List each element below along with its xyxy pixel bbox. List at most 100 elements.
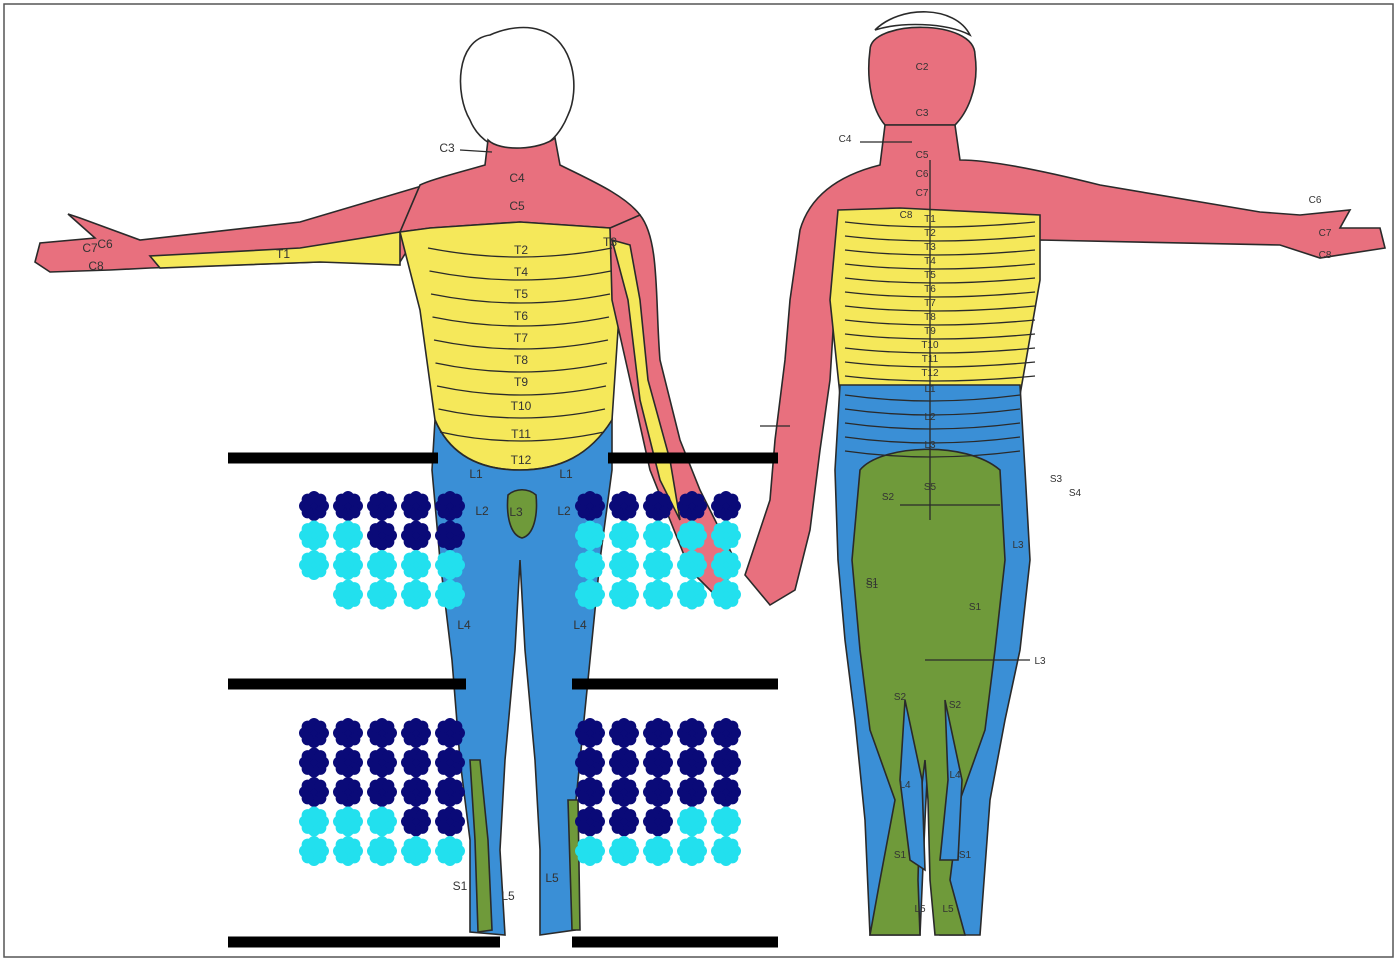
back-label-s4: S4 — [1069, 488, 1082, 499]
front-label-l2: L2 — [475, 504, 489, 518]
front-label-t9: T9 — [514, 375, 528, 389]
dot-dark — [435, 491, 465, 521]
front-label-t12: T12 — [511, 453, 532, 467]
back-label-l4: L4 — [899, 780, 911, 791]
dot-dark — [299, 718, 329, 748]
dot-dark — [435, 777, 465, 807]
dot-dark — [609, 718, 639, 748]
dot-light — [435, 580, 465, 610]
dot-light — [333, 521, 363, 551]
back-label-l2: L2 — [924, 412, 936, 423]
dot-dark — [609, 491, 639, 521]
dot-light — [575, 521, 605, 551]
dot-light — [609, 580, 639, 610]
back-label-t3: T3 — [924, 242, 936, 253]
dot-light — [677, 836, 707, 866]
dot-light — [643, 550, 673, 580]
front-label-t3: T3 — [603, 235, 617, 249]
dot-light — [711, 836, 741, 866]
dot-light — [643, 521, 673, 551]
back-label-s1: S1 — [866, 580, 879, 591]
back-label-s1: S1 — [894, 850, 907, 861]
dot-dark — [333, 718, 363, 748]
dot-dark — [401, 748, 431, 778]
back-label-t8: T8 — [924, 312, 936, 323]
back-label-t4: T4 — [924, 256, 936, 267]
dot-dark — [609, 748, 639, 778]
dot-dark — [367, 521, 397, 551]
dot-dark — [711, 491, 741, 521]
dot-light — [609, 550, 639, 580]
dot-light — [643, 580, 673, 610]
dot-dark — [711, 777, 741, 807]
dot-dark — [367, 718, 397, 748]
front-label-l2: L2 — [557, 504, 571, 518]
front-label-t1: T1 — [276, 247, 290, 261]
dot-dark — [643, 777, 673, 807]
dot-light — [401, 550, 431, 580]
front-label-l4: L4 — [457, 618, 471, 632]
back-label-s2: S2 — [894, 692, 907, 703]
back-label-s1: S1 — [959, 850, 972, 861]
dot-dark — [435, 718, 465, 748]
dot-light — [435, 550, 465, 580]
front-label-t7: T7 — [514, 331, 528, 345]
front-label-l3: L3 — [509, 505, 523, 519]
back-label-c2: C2 — [916, 62, 929, 73]
dot-light — [299, 550, 329, 580]
back-label-l5: L5 — [942, 904, 954, 915]
back-label-c3: C3 — [916, 108, 929, 119]
front-label-t10: T10 — [511, 399, 532, 413]
back-label-t2: T2 — [924, 228, 936, 239]
front-head — [460, 28, 573, 152]
front-label-t5: T5 — [514, 287, 528, 301]
back-label-c6: C6 — [916, 169, 929, 180]
dot-dark — [367, 777, 397, 807]
dot-dark — [677, 748, 707, 778]
dot-light — [333, 836, 363, 866]
dot-dark — [367, 748, 397, 778]
back-label-c6: C6 — [1309, 195, 1322, 206]
back-label-c8: C8 — [900, 210, 913, 221]
dot-light — [333, 580, 363, 610]
dot-dark — [711, 748, 741, 778]
back-label-c5: C5 — [916, 150, 929, 161]
dot-dark — [643, 807, 673, 837]
front-label-t8: T8 — [514, 353, 528, 367]
back-label-t5: T5 — [924, 270, 936, 281]
dot-dark — [401, 807, 431, 837]
dot-dark — [401, 777, 431, 807]
dot-dark — [609, 777, 639, 807]
dot-light — [401, 580, 431, 610]
dot-light — [367, 807, 397, 837]
back-label-l3: L3 — [1034, 656, 1046, 667]
front-label-s1: S1 — [453, 879, 468, 893]
front-label-l5: L5 — [545, 871, 559, 885]
dot-light — [677, 580, 707, 610]
dot-light — [677, 550, 707, 580]
dot-light — [333, 550, 363, 580]
front-label-c6: C6 — [97, 237, 113, 251]
dot-light — [367, 580, 397, 610]
back-label-l5: L5 — [914, 904, 926, 915]
dot-dark — [333, 748, 363, 778]
back-label-c7: C7 — [916, 188, 929, 199]
back-label-t7: T7 — [924, 298, 936, 309]
front-label-t2: T2 — [514, 243, 528, 257]
front-label-c3: C3 — [439, 141, 455, 155]
dot-light — [575, 836, 605, 866]
back-label-l3: L3 — [924, 440, 936, 451]
back-label-t11: T11 — [922, 354, 939, 365]
dot-dark — [643, 718, 673, 748]
dot-light — [367, 550, 397, 580]
dot-dark — [435, 748, 465, 778]
dot-dark — [677, 718, 707, 748]
dot-dark — [677, 491, 707, 521]
front-label-l1: L1 — [559, 467, 573, 481]
dot-light — [367, 836, 397, 866]
front-label-c8: C8 — [88, 259, 104, 273]
back-label-t10: T10 — [921, 340, 939, 351]
dot-light — [299, 807, 329, 837]
dot-dark — [299, 748, 329, 778]
